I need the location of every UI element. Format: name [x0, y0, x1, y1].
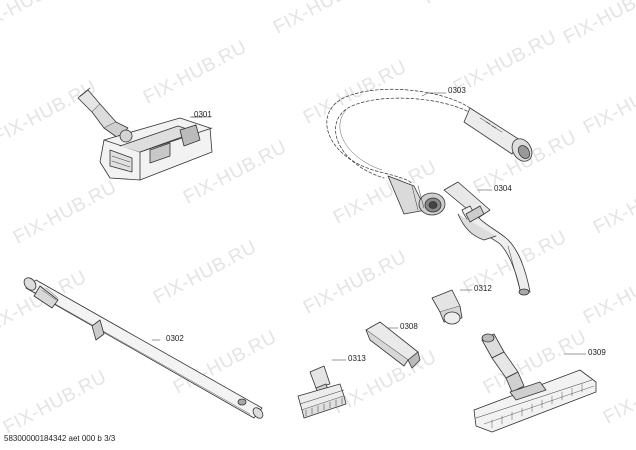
- label-0312: 0312: [474, 284, 492, 293]
- clip-0312: [431, 289, 463, 325]
- label-0308: 0308: [400, 322, 418, 331]
- floor-nozzle-0301: [77, 87, 213, 181]
- label-0303: 0303: [448, 86, 466, 95]
- handle-0304: [443, 181, 531, 296]
- tube-0302: [23, 277, 264, 419]
- label-0304: 0304: [494, 184, 512, 193]
- footer-code: 58300000184342 aet 000 b 3/3: [4, 434, 116, 443]
- label-0313: 0313: [348, 354, 366, 363]
- label-0302: 0302: [166, 334, 184, 343]
- label-0309: 0309: [588, 348, 606, 357]
- parquet-nozzle-0309: [473, 333, 597, 433]
- brush-nozzle-0313: [297, 365, 347, 419]
- hose-0303: [326, 88, 533, 216]
- crevice-nozzle-0308: [365, 321, 421, 369]
- label-0301: 0301: [194, 110, 212, 119]
